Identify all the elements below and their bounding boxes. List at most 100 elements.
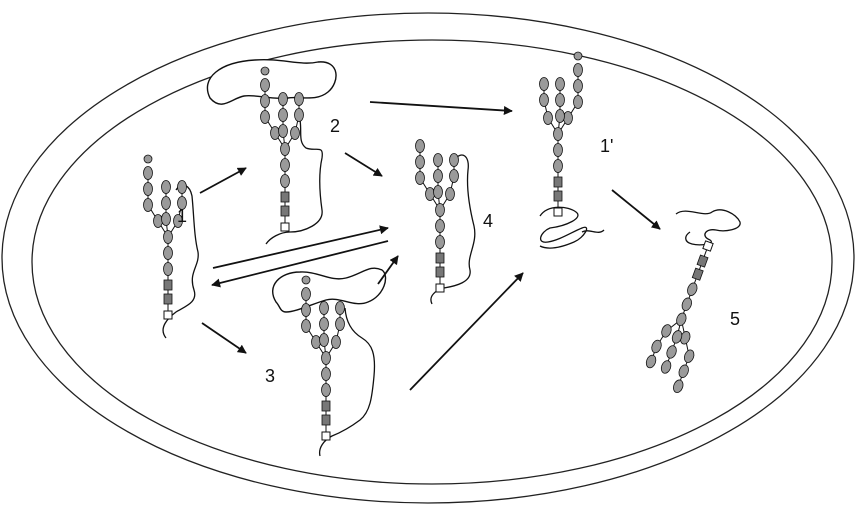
mannose-oval — [320, 334, 329, 347]
mannose-oval — [322, 352, 331, 365]
label-state-1prime: 1' — [600, 136, 613, 156]
arrow-3-to-1prime — [410, 273, 523, 390]
mannose-oval — [332, 336, 341, 349]
mannose-oval — [574, 64, 583, 77]
mannose-oval — [544, 112, 553, 125]
mannose-oval — [554, 128, 563, 141]
glcnac-box — [697, 255, 708, 267]
polypeptide-chain-1prime — [540, 207, 604, 248]
glucose-residue — [302, 276, 310, 284]
mannose-oval — [144, 167, 153, 180]
mannose-oval — [416, 156, 425, 169]
mannose-oval — [302, 304, 311, 317]
mannose-oval — [162, 181, 171, 194]
mannose-oval — [434, 154, 443, 167]
mannose-oval — [686, 282, 699, 297]
mannose-oval — [162, 213, 171, 226]
mannose-oval — [540, 94, 549, 107]
mannose-oval — [261, 79, 270, 92]
label-state-3: 3 — [265, 366, 275, 386]
mannose-oval — [554, 160, 563, 173]
mannose-oval — [574, 80, 583, 93]
mannose-oval — [279, 125, 288, 138]
mannose-oval — [164, 247, 173, 260]
mannose-oval — [312, 336, 321, 349]
mannose-oval — [154, 215, 163, 228]
glcnac-box — [436, 267, 444, 277]
glucose-residue — [261, 67, 269, 75]
mannose-oval — [279, 109, 288, 122]
mannose-oval — [556, 78, 565, 91]
mannose-oval — [261, 111, 270, 124]
glcnac-box — [164, 294, 172, 304]
mannose-oval — [434, 186, 443, 199]
mannose-oval — [680, 297, 693, 312]
glcnac-box — [281, 206, 289, 216]
mannose-oval — [556, 110, 565, 123]
mannose-oval — [164, 231, 173, 244]
label-state-2: 2 — [330, 116, 340, 136]
mannose-oval — [645, 354, 658, 369]
glcnac-box — [692, 268, 703, 280]
mannose-oval — [683, 349, 696, 364]
mannose-oval — [302, 320, 311, 333]
mannose-oval — [574, 96, 583, 109]
glcnac-box — [436, 253, 444, 263]
glycan-4 — [416, 140, 459, 293]
mannose-oval — [291, 127, 300, 140]
mannose-oval — [295, 109, 304, 122]
asparagine-square — [164, 311, 172, 319]
glycan-5 — [640, 236, 733, 394]
mannose-oval — [677, 364, 690, 379]
glcnac-box — [554, 191, 562, 201]
mannose-oval — [320, 302, 329, 315]
mannose-oval — [416, 140, 425, 153]
asparagine-square — [436, 284, 444, 292]
glcnac-box — [322, 401, 330, 411]
mannose-oval — [162, 197, 171, 210]
mannose-oval — [436, 220, 445, 233]
mannose-oval — [450, 154, 459, 167]
arrow-1-to-2 — [200, 168, 246, 193]
asparagine-square — [281, 223, 289, 231]
glycan-4-body — [416, 140, 459, 293]
glcnac-box — [554, 177, 562, 187]
mannose-oval — [540, 78, 549, 91]
mannose-oval — [322, 384, 331, 397]
mannose-oval — [665, 344, 678, 359]
mannose-oval — [144, 183, 153, 196]
glucose-residue — [144, 155, 152, 163]
mannose-oval — [660, 359, 673, 374]
label-state-1: 1 — [177, 206, 187, 226]
mannose-oval — [295, 93, 304, 106]
mannose-oval — [660, 323, 673, 338]
mannose-oval — [416, 172, 425, 185]
mannose-oval — [426, 188, 435, 201]
glycan-5-body — [640, 236, 733, 394]
mannose-oval — [436, 236, 445, 249]
asparagine-square — [554, 208, 562, 216]
mannose-oval — [650, 339, 663, 354]
glycan-1-body — [144, 155, 187, 319]
mannose-oval — [302, 288, 311, 301]
chaperone-blob-3 — [273, 268, 386, 312]
mannose-oval — [261, 95, 270, 108]
mannose-oval — [271, 127, 280, 140]
glycan-1prime — [540, 52, 583, 216]
mannose-oval — [178, 181, 187, 194]
mannose-oval — [446, 188, 455, 201]
glcnac-box — [164, 280, 172, 290]
mannose-oval — [164, 263, 173, 276]
mannose-oval — [281, 143, 290, 156]
mannose-oval — [336, 318, 345, 331]
arrow-1prime-to-5 — [612, 190, 660, 229]
mannose-oval — [434, 170, 443, 183]
outer-membrane — [2, 13, 854, 503]
arrow-1-to-3 — [202, 323, 246, 353]
mannose-oval — [672, 379, 685, 394]
glcnac-box — [322, 415, 330, 425]
polypeptide-chain-5 — [676, 210, 740, 245]
chaperone-blob-2 — [207, 60, 336, 104]
mannose-oval — [144, 199, 153, 212]
